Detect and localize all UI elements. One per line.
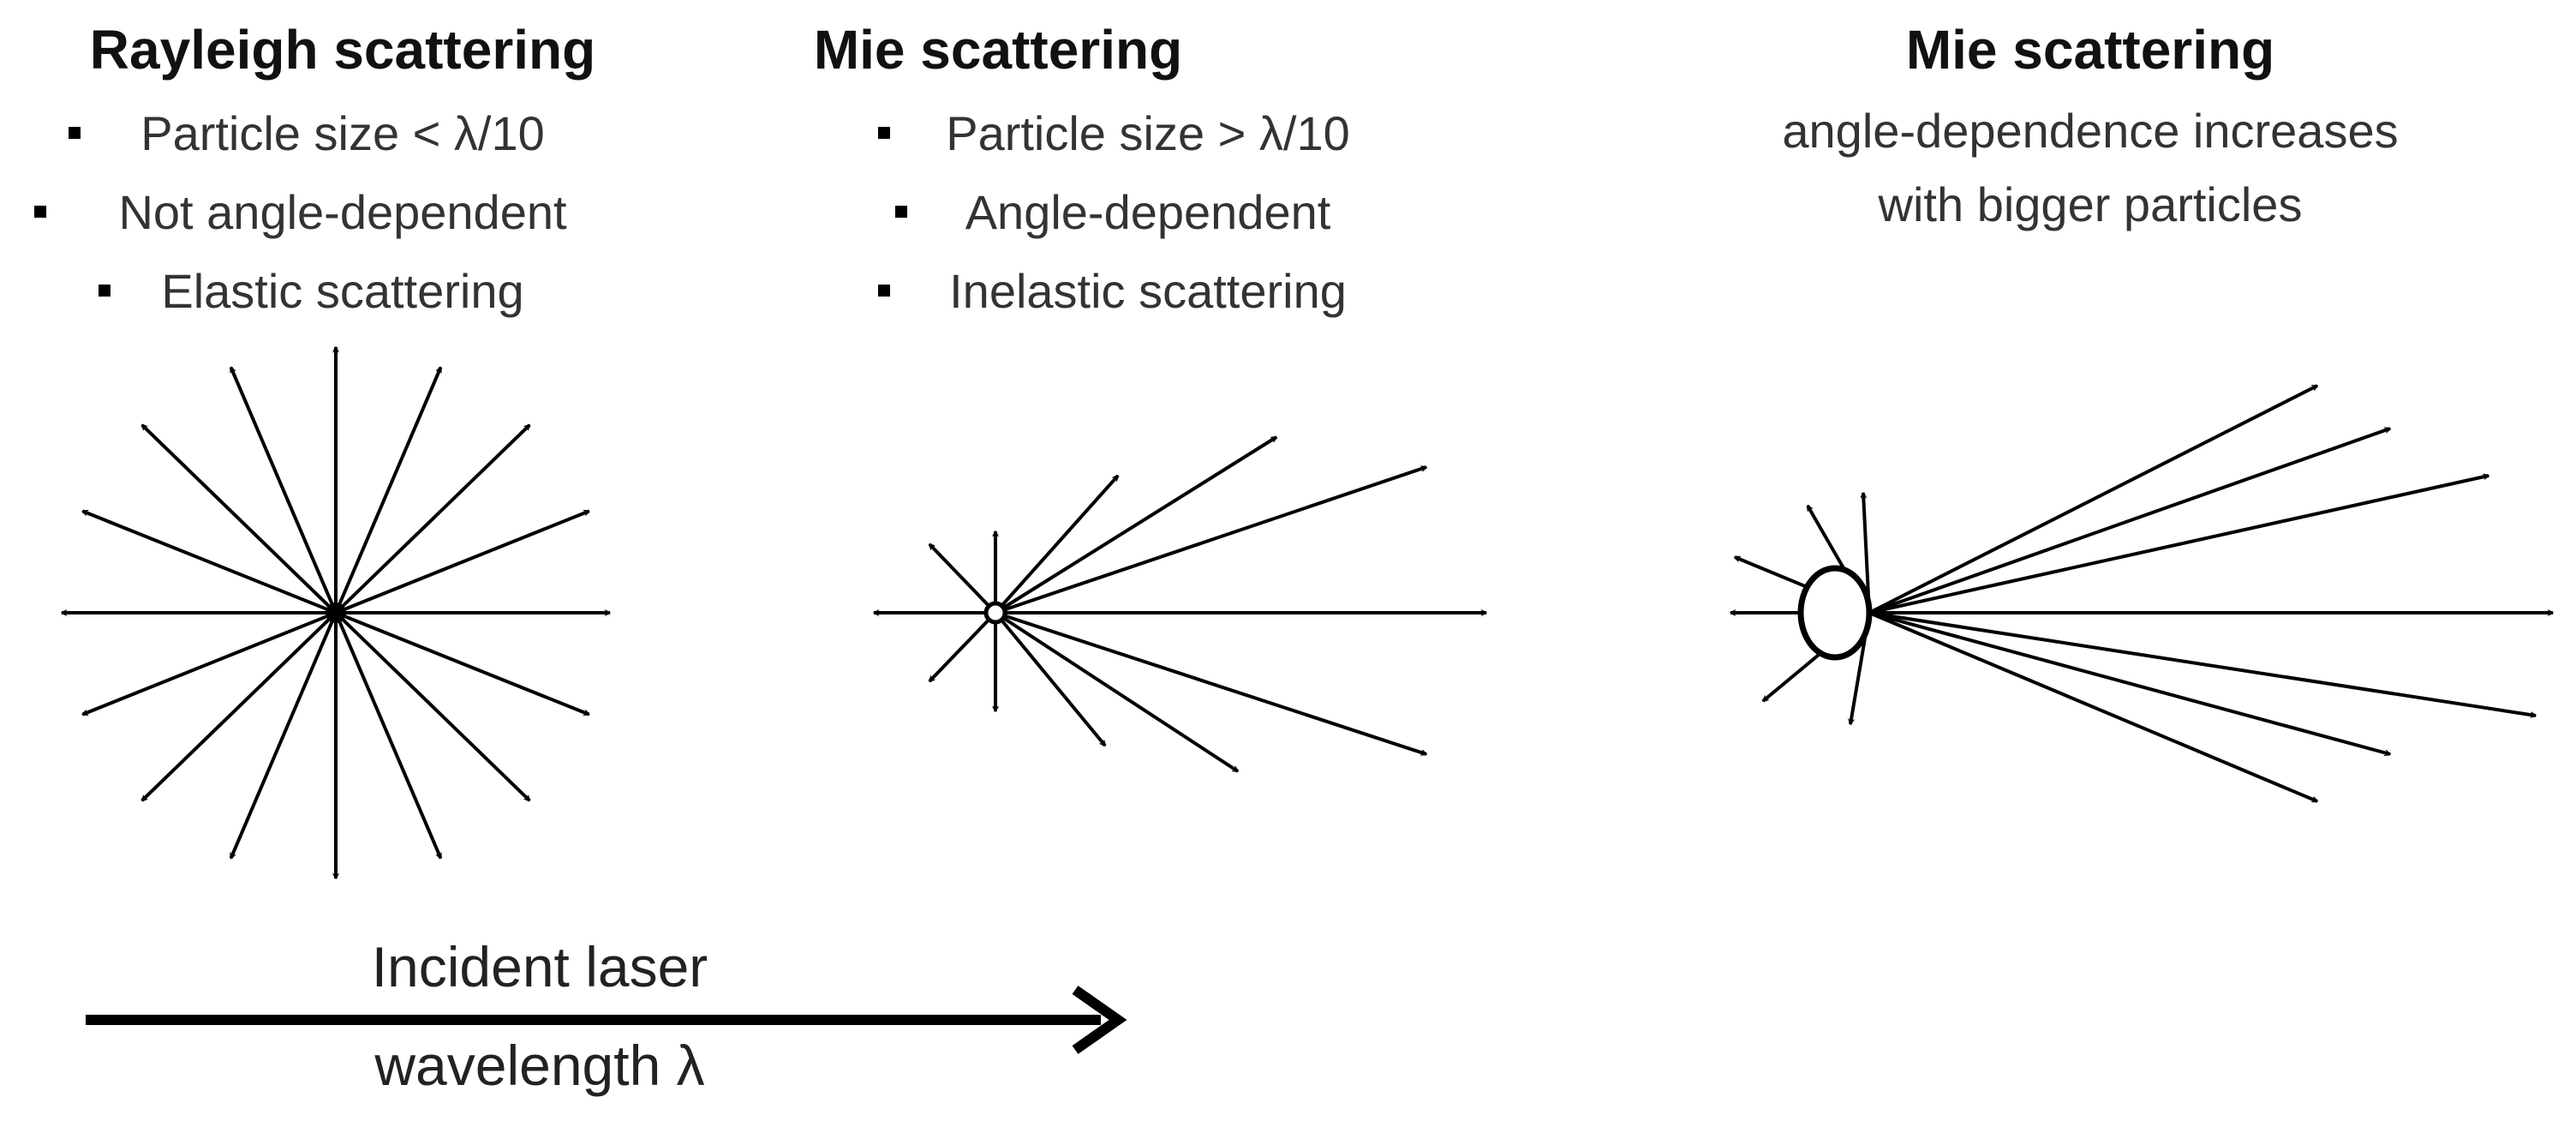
rayleigh-particle (326, 602, 346, 623)
scatter-arrow (1868, 476, 2489, 614)
scatter-arrow (229, 612, 338, 858)
list-item: Inelastic scattering (848, 252, 1448, 331)
scatter-arrow (1868, 611, 2390, 754)
scatter-arrow (1868, 611, 2536, 716)
scatter-arrow (334, 423, 529, 614)
scatter-arrow (334, 611, 529, 802)
mie-large-subtitle-line1: angle-dependence increases (1782, 104, 2399, 158)
incident-laser-arrowhead (1072, 986, 1127, 1054)
mie-large-title: Mie scattering (1905, 19, 2275, 81)
scatter-arrow (142, 611, 338, 802)
scatter-arrow (994, 476, 1120, 614)
scatter-arrow (335, 509, 589, 614)
list-item: Angle-dependent (848, 173, 1448, 252)
bullet-square-icon (895, 206, 907, 218)
scatter-arrow (82, 611, 337, 716)
list-item: Particle size > λ/10 (848, 94, 1448, 173)
scatter-arrow (994, 611, 1107, 746)
rayleigh-title: Rayleigh scattering (89, 19, 596, 81)
mie-large-panel: Mie scattering angle-dependence increase… (1705, 17, 2476, 242)
incident-label-line1: Incident laser (371, 935, 708, 998)
mie-large-subtitle-line2: with bigger particles (1878, 177, 2303, 231)
mie-small-panel: Mie scattering Particle size > λ/10 Angl… (814, 17, 1448, 331)
mie-small-bullet-list: Particle size > λ/10 Angle-dependent Ine… (848, 94, 1448, 331)
bullet-square-icon (878, 127, 890, 139)
scatter-arrow (994, 611, 1238, 773)
scatter-arrow (1868, 427, 2390, 614)
scatter-arrow (1868, 611, 2317, 803)
mie-small-arrow-group (874, 435, 1486, 773)
rayleigh-bullet-list: Particle size < λ/10 Not angle-dependent… (17, 94, 668, 331)
scatter-arrow (334, 368, 443, 614)
mie-small-particle (983, 601, 1007, 625)
rayleigh-arrow-group (62, 347, 610, 878)
scatter-arrow (1868, 384, 2317, 614)
scatter-arrow (928, 611, 997, 681)
list-item: Particle size < λ/10 (17, 94, 668, 173)
rayleigh-panel: Rayleigh scattering Particle size < λ/10… (17, 17, 668, 331)
bullet-square-icon (69, 127, 81, 139)
list-item: Not angle-dependent (17, 173, 668, 252)
incident-label-line2: wavelength λ (374, 1034, 705, 1097)
scatter-arrow (335, 611, 589, 716)
scatter-arrow (142, 423, 338, 614)
mie-large-particle (1797, 565, 1873, 661)
bullet-square-icon (34, 206, 46, 218)
scatter-arrow (82, 509, 337, 614)
scatter-arrow (994, 435, 1276, 614)
scatter-arrow (995, 611, 1426, 754)
scatter-arrow (229, 368, 338, 614)
bullet-square-icon (878, 285, 890, 297)
scatter-arrow (995, 465, 1426, 614)
scatter-arrow (928, 544, 997, 614)
mie-small-title: Mie scattering (813, 19, 1183, 81)
list-item: Elastic scattering (17, 252, 668, 331)
bullet-square-icon (99, 285, 111, 297)
scatter-arrow (334, 612, 443, 858)
